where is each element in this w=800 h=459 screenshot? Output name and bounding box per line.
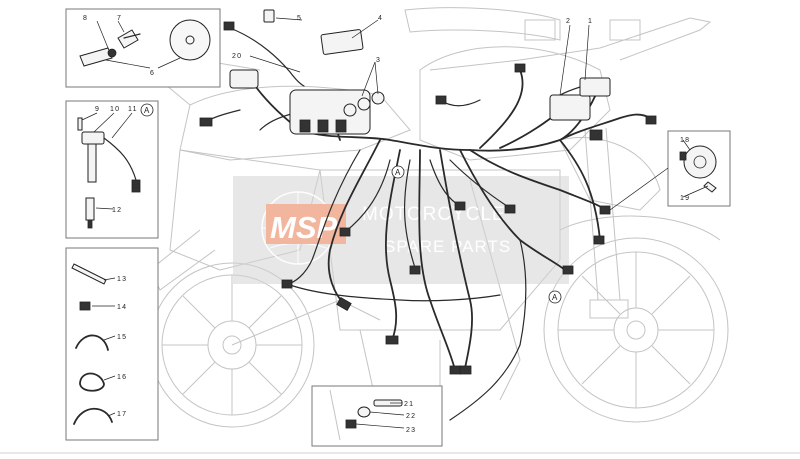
callout-numbers: 1 2 3 4 5 6 7 8 9 10 11 12 13 14 15 16 1… — [83, 15, 690, 434]
callout-18: 18 — [680, 137, 690, 144]
callout-22: 22 — [406, 413, 416, 420]
inset-coil — [65, 100, 159, 239]
watermark: MSP MOTORCYCLE SPARE PARTS — [233, 176, 569, 284]
callout-8: 8 — [83, 15, 88, 22]
callout-12: 12 — [112, 207, 122, 214]
callout-2: 2 — [566, 18, 571, 25]
callout-13: 13 — [117, 276, 127, 283]
watermark-line1: MOTORCYCLE — [362, 204, 506, 225]
callout-4: 4 — [378, 15, 383, 22]
callout-3: 3 — [376, 57, 381, 64]
callout-14: 14 — [117, 304, 127, 311]
callout-15: 15 — [117, 334, 127, 341]
callout-1: 1 — [588, 18, 593, 25]
callout-6: 6 — [150, 70, 155, 77]
callout-9: 9 — [95, 106, 100, 113]
callout-17: 17 — [117, 411, 127, 418]
inset-sensor-kit — [65, 8, 221, 88]
inset-hardware — [65, 247, 159, 441]
callout-5: 5 — [297, 15, 302, 22]
ref-marker-a-coil: A — [144, 106, 150, 115]
callout-7: 7 — [117, 15, 122, 22]
ref-marker-a-frame: A — [552, 293, 558, 302]
callout-20: 20 — [232, 53, 242, 60]
callout-16: 16 — [117, 374, 127, 381]
callout-23: 23 — [406, 427, 416, 434]
watermark-logo: MSP — [270, 210, 338, 245]
callout-10: 10 — [110, 106, 120, 113]
callout-19: 19 — [680, 195, 690, 202]
leader-lines — [81, 17, 709, 429]
ref-marker-a-harness: A — [395, 168, 401, 177]
reference-markers: A A A — [140, 103, 562, 304]
watermark-line2: SPARE PARTS — [384, 237, 511, 256]
callout-11: 11 — [128, 106, 138, 113]
wiring-harness — [199, 9, 657, 421]
inset-bolts — [311, 385, 443, 447]
inset-horn — [667, 130, 731, 207]
callout-21: 21 — [404, 401, 414, 408]
